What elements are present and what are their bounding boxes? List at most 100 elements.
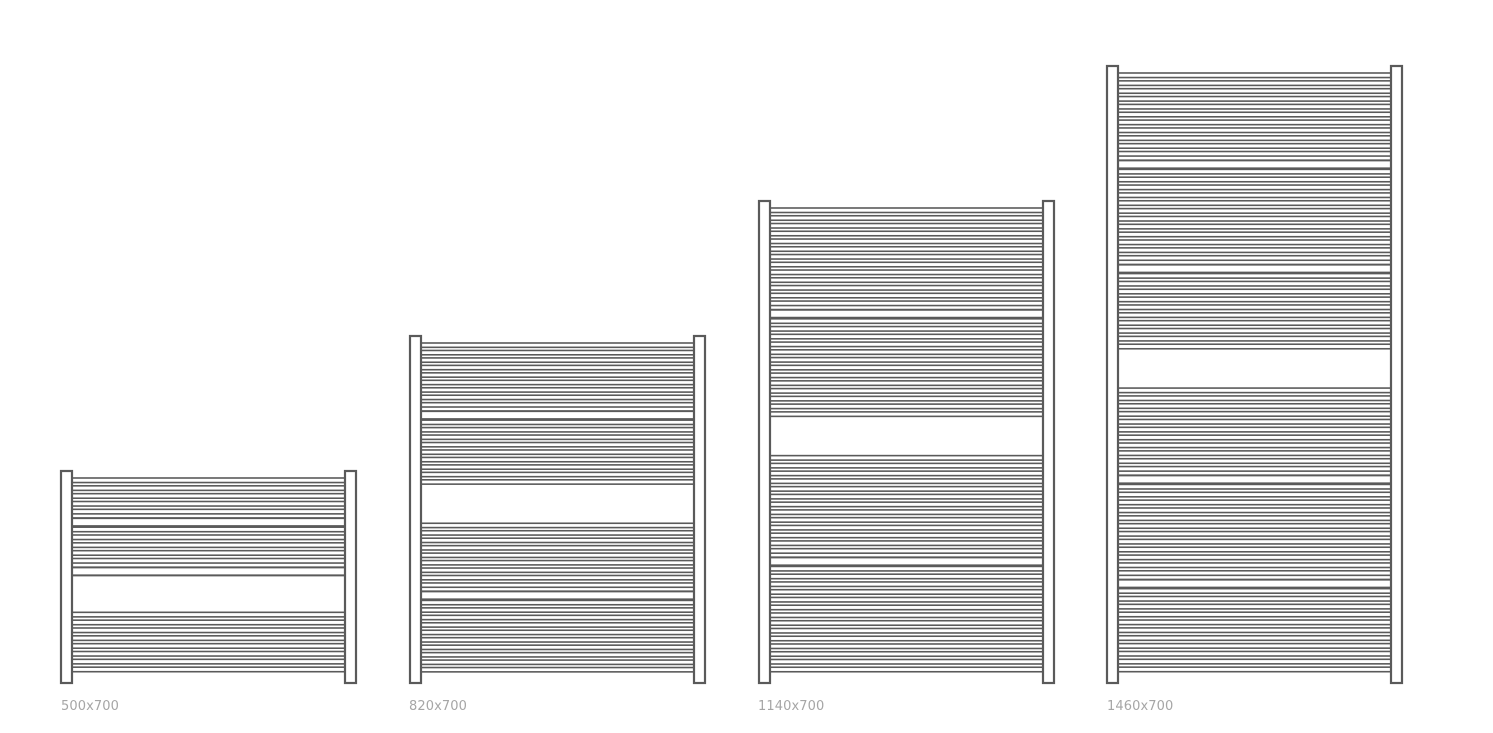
radiator-tube: [1117, 402, 1392, 410]
radiator-tube: [420, 599, 695, 606]
radiator-tube: [1117, 223, 1392, 230]
radiator-tube: [420, 357, 695, 364]
radiator-tube: [769, 364, 1044, 371]
radiator-tube: [769, 588, 1044, 596]
radiator-tube: [71, 542, 346, 549]
radiator-tube: [1117, 499, 1392, 506]
radiator-tube: [1117, 231, 1392, 238]
radiator-tube: [71, 627, 346, 634]
left-post: [1105, 64, 1120, 685]
radiator-tube: [1117, 642, 1392, 649]
radiator-tube: [769, 403, 1044, 410]
radiator-tube: [769, 666, 1044, 673]
radiator-tube: [1117, 327, 1392, 334]
radiator-tube: [1117, 627, 1392, 634]
towel-bar: [62, 566, 355, 577]
right-post: [1041, 199, 1056, 685]
towel-bar: [1108, 578, 1401, 589]
radiator-tube: [769, 485, 1044, 492]
radiator-tube: [420, 349, 695, 356]
radiator-tube: [71, 492, 346, 500]
radiator-tube: [1117, 515, 1392, 522]
radiator-tube: [420, 567, 695, 574]
radiator-tube: [1117, 450, 1392, 457]
size-label-500x700: 500x700: [61, 699, 120, 714]
radiator-tube: [769, 276, 1044, 284]
radiator-tube: [1117, 280, 1392, 287]
radiator-tube: [1117, 150, 1392, 157]
radiator-tube: [769, 604, 1044, 611]
radiator-tube: [1117, 103, 1392, 110]
radiator-tube: [71, 534, 346, 541]
radiator-tube: [420, 364, 695, 371]
radiator-tube: [420, 426, 695, 433]
radiator-tube: [1117, 603, 1392, 610]
radiator-1140x700: [757, 199, 1056, 685]
radiator-tube: [420, 464, 695, 471]
radiator-tube: [420, 614, 695, 621]
radiator-tube: [420, 372, 695, 378]
radiator-tube: [420, 419, 695, 426]
radiator-1460x700: [1105, 64, 1404, 685]
towel-bar: [760, 556, 1053, 567]
radiator-tube: [1117, 127, 1392, 134]
radiator-tube: [1117, 619, 1392, 626]
radiator-tube: [769, 333, 1044, 340]
radiator-tube: [420, 471, 695, 478]
radiator-tube: [420, 522, 695, 529]
radiator-tube: [769, 635, 1044, 642]
radiator-tube: [1117, 666, 1392, 673]
radiator-tube: [769, 214, 1044, 222]
left-post: [59, 469, 74, 685]
radiator-tube: [420, 537, 695, 544]
radiator-tube: [769, 245, 1044, 253]
radiator-tube: [1117, 192, 1392, 199]
radiator-tube: [420, 456, 695, 463]
radiator-tube: [420, 659, 695, 666]
radiator-tube: [769, 349, 1044, 356]
radiator-tube: [71, 666, 346, 673]
radiator-tube: [769, 581, 1044, 588]
radiator-tube: [420, 386, 695, 393]
towel-bar: [1108, 474, 1401, 485]
radiator-tube: [1117, 507, 1392, 514]
radiator-tube: [1117, 442, 1392, 449]
radiator-tube: [769, 565, 1044, 572]
radiator-tube: [420, 379, 695, 386]
radiator-tube: [71, 500, 346, 507]
radiator-tube: [769, 470, 1044, 477]
radiator-tube: [769, 380, 1044, 387]
radiator-tube: [1117, 562, 1392, 569]
radiator-tube: [71, 557, 346, 564]
radiator-tube: [769, 395, 1044, 402]
radiator-tube: [1117, 247, 1392, 254]
radiator-tube: [71, 635, 346, 642]
radiator-tube: [769, 454, 1044, 461]
radiator-tube: [769, 532, 1044, 539]
radiator-tube: [71, 619, 346, 626]
radiator-tube: [420, 607, 695, 613]
radiator-tube: [420, 544, 695, 551]
radiator-tube: [420, 574, 695, 581]
radiator-tube: [1117, 457, 1392, 465]
radiator-tube: [420, 449, 695, 456]
towel-bar: [1108, 159, 1401, 170]
radiator-tube: [1117, 319, 1392, 327]
radiator-tube: [1117, 538, 1392, 545]
radiator-tube: [420, 401, 695, 408]
radiator-tube: [769, 650, 1044, 658]
radiator-tube: [769, 261, 1044, 268]
right-post: [1389, 64, 1404, 685]
radiator-tube: [71, 642, 346, 650]
left-post: [757, 199, 772, 685]
size-label-820x700: 820x700: [409, 699, 468, 714]
radiator-tube: [769, 230, 1044, 237]
radiator-tube: [420, 644, 695, 651]
radiator-tube: [420, 342, 695, 349]
radiator-tube: [769, 325, 1044, 332]
radiator-tube: [420, 621, 695, 628]
radiator-tube: [769, 269, 1044, 276]
radiator-tube: [1117, 595, 1392, 602]
radiator-tube: [1117, 95, 1392, 102]
